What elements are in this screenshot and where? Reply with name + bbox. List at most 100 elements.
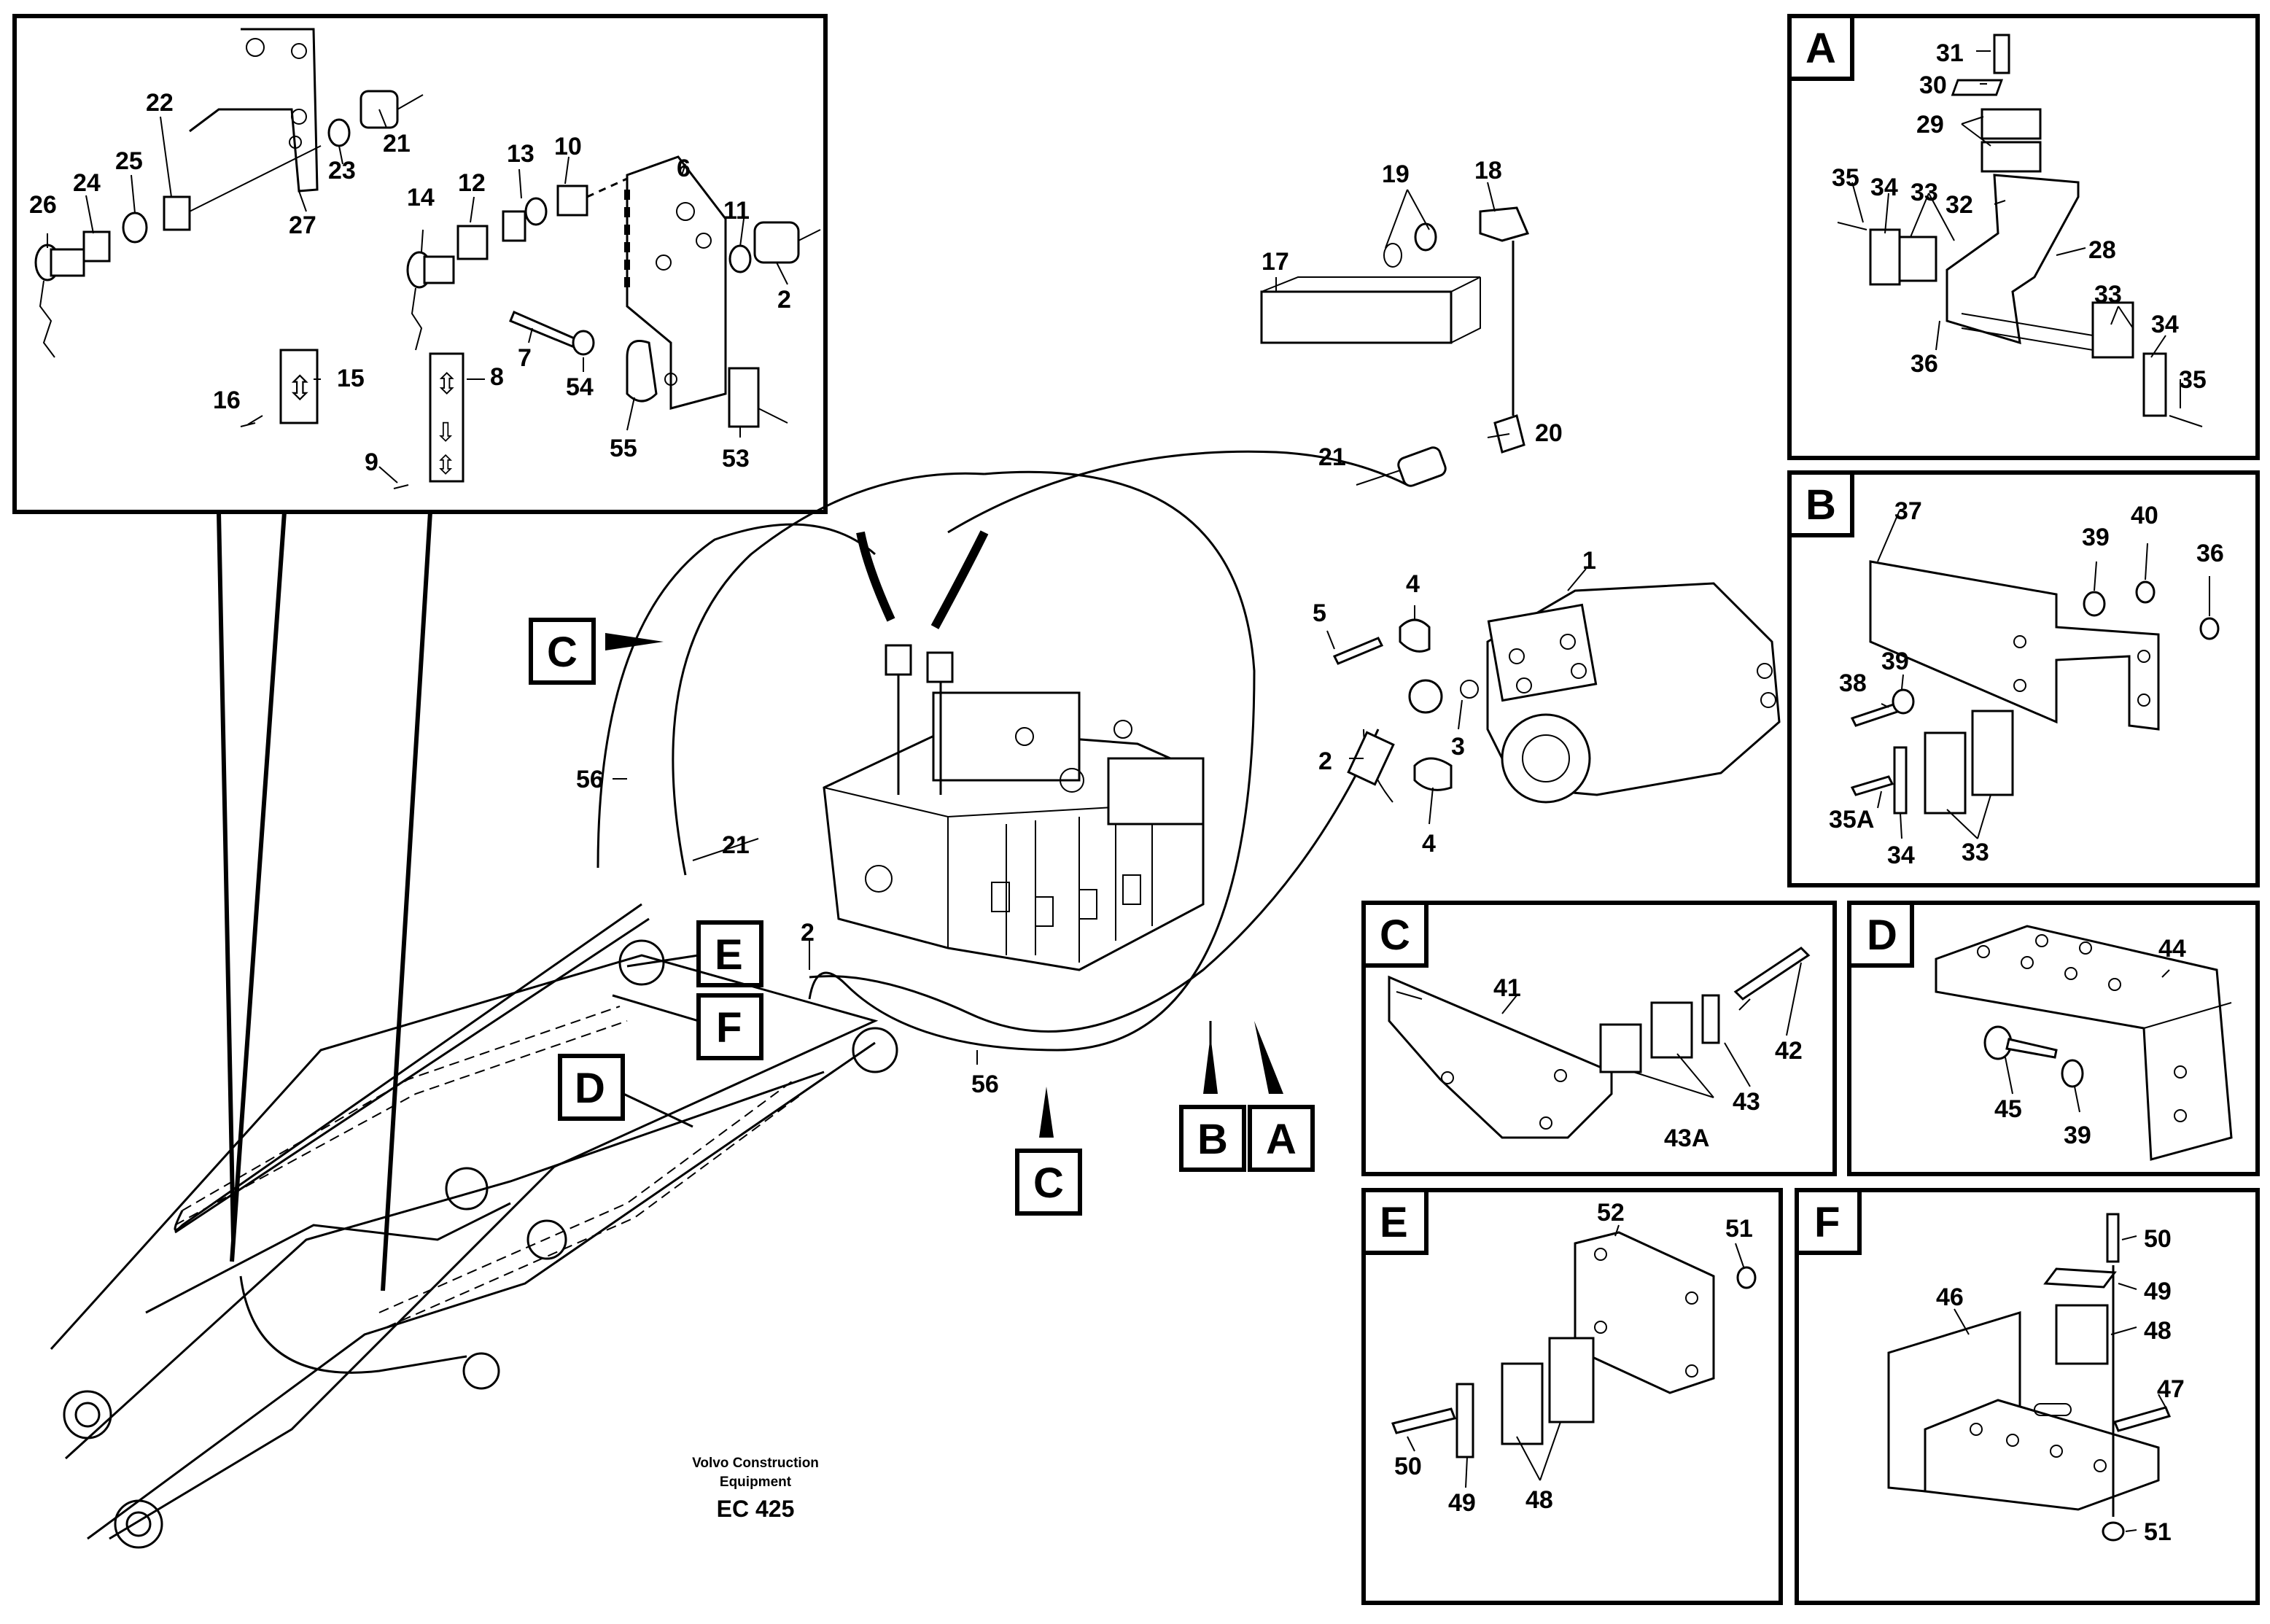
bolt-5 (1332, 637, 1384, 665)
panel-b-callout-37: 37 (1894, 497, 1922, 525)
boom-upper-arm (50, 954, 879, 1540)
detail-panel-b: B 37 39 40 36 38 39 35A 34 33 (1787, 470, 2260, 887)
lock-pin-14 (406, 251, 455, 351)
washer-25 (122, 211, 148, 244)
elbow-18 (1479, 206, 1530, 242)
panel-e-label: E (1380, 1199, 1408, 1246)
panel-e-label-box (1361, 1188, 1429, 1255)
panel-b-callout-33: 33 (1962, 839, 1989, 866)
svg-text:⇳: ⇳ (286, 369, 314, 407)
callout-56-bottom: 56 (971, 1071, 999, 1098)
control-valve (823, 530, 1205, 971)
callout-e: E (715, 931, 743, 979)
panel-d-label: D (1867, 912, 1897, 959)
callout-27: 27 (289, 211, 316, 239)
panel-f-callout-49: 49 (2144, 1278, 2172, 1305)
panel-f-callout-48: 48 (2144, 1317, 2172, 1345)
panel-a-callout-31: 31 (1936, 39, 1964, 67)
svg-text:⇳: ⇳ (435, 368, 459, 400)
callout-18: 18 (1474, 157, 1502, 184)
panel-c-callout-41: 41 (1493, 974, 1521, 1002)
panel-e-callout-50: 50 (1394, 1453, 1422, 1480)
panel-f-label: F (1814, 1199, 1840, 1246)
clamp-4-bottom (1413, 757, 1453, 791)
callout-3: 3 (1451, 733, 1465, 761)
panel-c-label: C (1380, 912, 1410, 959)
panel-a-callout-33-right: 33 (2094, 281, 2122, 308)
inset-frame (12, 14, 828, 514)
callout-2-inset: 2 (777, 286, 791, 314)
panel-f-callout-47: 47 (2157, 1375, 2185, 1403)
panel-b-callout-35a: 35A (1829, 806, 1874, 834)
seal-19 (1414, 222, 1437, 252)
callout-56-top: 56 (576, 766, 604, 793)
panel-a-callout-36: 36 (1911, 350, 1938, 378)
flange-seal (1408, 679, 1443, 714)
callout-24: 24 (73, 169, 101, 197)
callout-23: 23 (328, 157, 356, 184)
callout-box-f (696, 993, 763, 1060)
callout-a: A (1266, 1116, 1297, 1163)
spacer-10 (556, 184, 588, 217)
panel-a-callout-32: 32 (1946, 191, 1973, 219)
pump-fittings (1332, 618, 1479, 791)
hose-56-right (808, 470, 1256, 1052)
plate-53 (728, 367, 760, 428)
inset-detail: ⇳ ⇳ ⇩ ⇳ 26 24 25 22 27 23 21 14 12 13 10… (12, 14, 828, 1291)
o-ring-3 (1460, 680, 1479, 699)
panel-e-callout-49: 49 (1448, 1489, 1476, 1517)
callout-c-lower: C (1033, 1159, 1064, 1207)
spacer-22 (163, 195, 191, 231)
callout-21-top: 21 (1318, 443, 1346, 471)
panel-a-callout-35-right: 35 (2179, 366, 2207, 394)
panel-b-callout-36: 36 (2196, 540, 2224, 567)
callout-7: 7 (518, 344, 532, 372)
panel-f-callout-46: 46 (1936, 1283, 1964, 1311)
main-callout-boxes: C C B A D E F (529, 618, 1315, 1216)
washer-11 (728, 244, 752, 273)
callout-box-b (1179, 1105, 1246, 1172)
detail-panel-f: F 50 49 48 46 47 51 (1795, 1188, 2260, 1605)
company-line-1: Volvo Construction (692, 1456, 819, 1471)
panel-a-callout-34-right: 34 (2151, 311, 2179, 338)
screw-9 (393, 484, 409, 489)
callout-6: 6 (677, 155, 691, 182)
inset-pointer-lines (217, 511, 432, 1291)
detail-panel-c: C 41 42 43 43A (1361, 901, 1837, 1176)
hose-2 (809, 729, 1380, 1033)
detail-panel-e: E 52 51 50 49 48 (1361, 1188, 1783, 1605)
panel-c-label-box (1361, 901, 1429, 968)
panel-a-callout-34-left: 34 (1870, 174, 1898, 201)
panel-b-callout-39-top: 39 (2082, 524, 2110, 551)
callout-25: 25 (115, 147, 143, 175)
company-line-2: Equipment (720, 1475, 792, 1490)
callout-box-c-lower (1015, 1149, 1082, 1216)
panel-d-callout-39: 39 (2064, 1122, 2091, 1149)
panel-b-callout-38: 38 (1839, 669, 1867, 697)
callout-55: 55 (610, 435, 637, 462)
panel-a-label: A (1805, 25, 1836, 72)
svg-text:⇳: ⇳ (435, 450, 456, 480)
panel-f-label-box (1795, 1188, 1862, 1255)
drawing-code: EC 425 (717, 1496, 795, 1522)
callout-9: 9 (365, 448, 378, 476)
callout-box-c-upper (529, 618, 596, 685)
pump-1 (1486, 582, 1781, 804)
callout-box-a (1248, 1105, 1315, 1172)
hydraulic-hoses (596, 450, 1408, 1052)
panel-a-label-box (1787, 14, 1854, 81)
callout-20: 20 (1535, 419, 1563, 447)
sleeve-2 (753, 221, 800, 264)
callout-15: 15 (337, 365, 365, 392)
bolt-7 (509, 311, 578, 348)
callout-4-top: 4 (1406, 570, 1420, 598)
panel-b-callout-34: 34 (1887, 842, 1915, 869)
callout-box-e (696, 920, 763, 987)
callout-5: 5 (1313, 599, 1326, 627)
washer-13 (524, 197, 548, 226)
panel-e-callout-51: 51 (1725, 1215, 1753, 1243)
panel-c-callout-42: 42 (1775, 1037, 1803, 1065)
panel-d-callout-45: 45 (1994, 1095, 2022, 1123)
callout-21-left: 21 (722, 831, 750, 859)
panel-b-callout-40: 40 (2131, 502, 2158, 529)
